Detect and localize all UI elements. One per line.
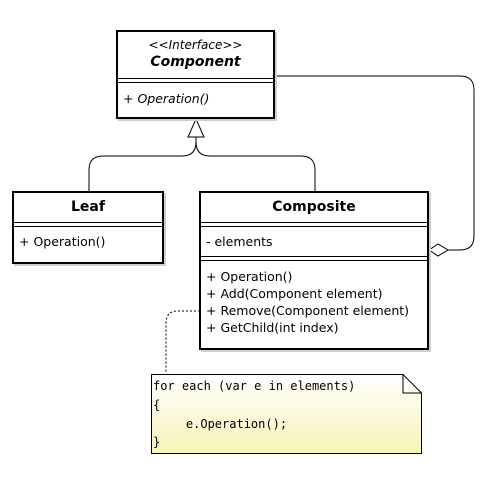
- code-note: for each (var e in elements) { e.Operati…: [151, 374, 422, 454]
- composite-operation: + Remove(Component element): [206, 303, 410, 318]
- class-divider: [201, 256, 427, 257]
- class-divider: [14, 226, 162, 227]
- class-divider: [118, 78, 273, 79]
- composite-operation: + Operation(): [206, 269, 293, 284]
- note-code-line: {: [153, 398, 161, 412]
- component-class-box: <<Interface>> Component + Operation(): [116, 30, 275, 119]
- generalization-line: [88, 137, 197, 191]
- composite-class-box: Composite - elements + Operation() + Add…: [199, 191, 429, 350]
- component-class-name: Component: [150, 54, 241, 70]
- class-divider: [14, 222, 162, 223]
- aggregation-line: [275, 75, 475, 251]
- composite-class-name: Composite: [272, 199, 356, 215]
- note-code-line: for each (var e in elements): [153, 379, 356, 393]
- composite-operation: + Add(Component element): [206, 286, 383, 301]
- leaf-class-name: Leaf: [71, 199, 105, 215]
- aggregation-diamond: [428, 243, 449, 257]
- leaf-operation: + Operation(): [19, 234, 106, 249]
- note-code-line: e.Operation();: [157, 417, 288, 431]
- class-divider: [118, 82, 273, 83]
- note-anchor-line: [165, 310, 204, 373]
- component-stereotype: <<Interface>>: [148, 38, 243, 52]
- note-code-line: }: [153, 435, 161, 449]
- generalization-line: [195, 141, 316, 191]
- class-divider: [201, 222, 427, 223]
- composite-attribute: - elements: [206, 234, 273, 249]
- composite-operation: + GetChild(int index): [206, 320, 339, 335]
- generalization-arrowhead: [187, 117, 205, 138]
- note-shape: [151, 374, 422, 454]
- class-divider: [201, 260, 427, 261]
- component-operation: + Operation(): [123, 91, 210, 106]
- class-divider: [201, 226, 427, 227]
- leaf-class-box: Leaf + Operation(): [12, 191, 164, 264]
